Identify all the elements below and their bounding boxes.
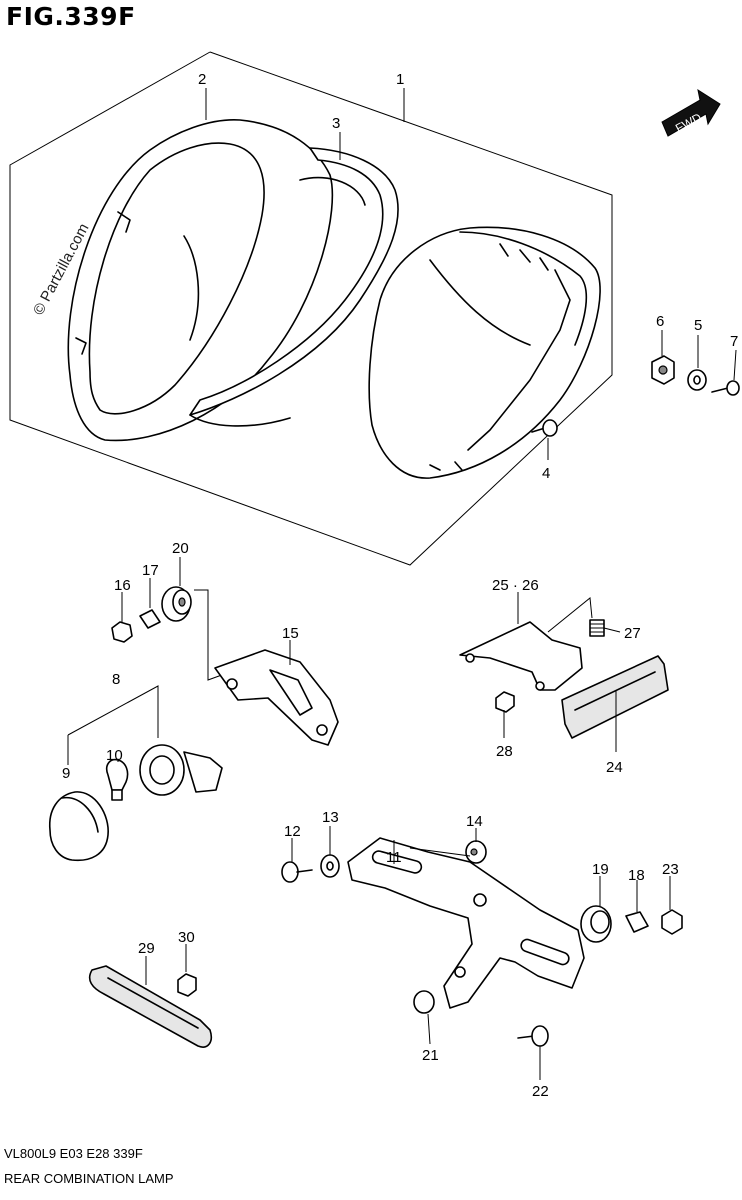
callout-13: 13 bbox=[322, 809, 339, 826]
part-1-lamp-housing bbox=[368, 226, 601, 479]
part-19-grommet bbox=[580, 905, 612, 943]
part-15-bracket bbox=[214, 649, 339, 746]
callout-20: 20 bbox=[172, 540, 189, 557]
callout-11: 11 bbox=[386, 849, 402, 866]
callout-24: 24 bbox=[606, 759, 623, 776]
callout-14: 14 bbox=[466, 813, 483, 830]
callout-17: 17 bbox=[142, 562, 159, 579]
callout-7: 7 bbox=[730, 333, 738, 350]
callout-2: 2 bbox=[198, 71, 206, 88]
callout-3: 3 bbox=[332, 115, 340, 132]
part-29-rear-reflector bbox=[88, 965, 213, 1048]
fwd-arrow-icon: FWD bbox=[661, 88, 721, 137]
callout-12: 12 bbox=[284, 823, 301, 840]
part-13-washer bbox=[320, 854, 340, 878]
part-28-nut bbox=[495, 691, 515, 713]
part-23-nut bbox=[661, 909, 683, 935]
callout-19: 19 bbox=[592, 861, 609, 878]
part-7-screw bbox=[711, 380, 740, 396]
callout-27: 27 bbox=[624, 625, 641, 642]
callout-8: 8 bbox=[112, 671, 120, 688]
callout-16: 16 bbox=[114, 577, 131, 594]
callout-5: 5 bbox=[694, 317, 702, 334]
part-12-bolt bbox=[281, 861, 313, 883]
callout-29: 29 bbox=[138, 940, 155, 957]
leader-lines bbox=[67, 88, 737, 1080]
part-18-collar bbox=[625, 911, 649, 933]
part-17-collar bbox=[139, 609, 161, 629]
part-25-26-bracket bbox=[459, 621, 583, 691]
part-6-nut bbox=[651, 355, 675, 385]
part-8-signal-housing bbox=[139, 744, 223, 796]
part-3-gasket bbox=[189, 147, 399, 427]
figure-title: FIG.339F bbox=[6, 2, 136, 31]
callout-4: 4 bbox=[542, 465, 550, 482]
part-27-bolt bbox=[589, 619, 605, 637]
callout-6: 6 bbox=[656, 313, 664, 330]
callout-22: 22 bbox=[532, 1083, 549, 1100]
part-5-washer bbox=[687, 369, 707, 391]
callout-21: 21 bbox=[422, 1047, 439, 1064]
callout-labels: 2 1 3 4 5 6 7 8 9 10 11 12 13 14 15 16 1… bbox=[62, 71, 738, 1100]
part-24-reflector bbox=[561, 655, 669, 739]
assembly-box bbox=[9, 51, 613, 566]
callout-23: 23 bbox=[662, 861, 679, 878]
part-16-nut bbox=[111, 621, 133, 643]
part-4-screw bbox=[531, 419, 558, 437]
callout-25-26: 25 · 26 bbox=[492, 577, 539, 594]
callout-1: 1 bbox=[396, 71, 404, 88]
part-20-grommet bbox=[161, 586, 192, 622]
footer-name: REAR COMBINATION LAMP bbox=[4, 1171, 174, 1186]
callout-30: 30 bbox=[178, 929, 195, 946]
callout-28: 28 bbox=[496, 743, 513, 760]
part-9-signal-lens bbox=[49, 791, 109, 862]
part-14-nut bbox=[465, 840, 487, 864]
callout-10: 10 bbox=[106, 747, 123, 764]
footer-code: VL800L9 E03 E28 339F bbox=[4, 1146, 143, 1161]
part-2-lens-frame bbox=[67, 119, 334, 442]
part-10-bulb bbox=[105, 758, 129, 801]
part-11-license-bracket bbox=[347, 837, 585, 1009]
part-21-nut bbox=[413, 990, 435, 1014]
callout-18: 18 bbox=[628, 867, 645, 884]
part-22-bolt bbox=[517, 1025, 549, 1047]
callout-15: 15 bbox=[282, 625, 299, 642]
part-30-nut bbox=[177, 973, 197, 997]
callout-9: 9 bbox=[62, 765, 70, 782]
